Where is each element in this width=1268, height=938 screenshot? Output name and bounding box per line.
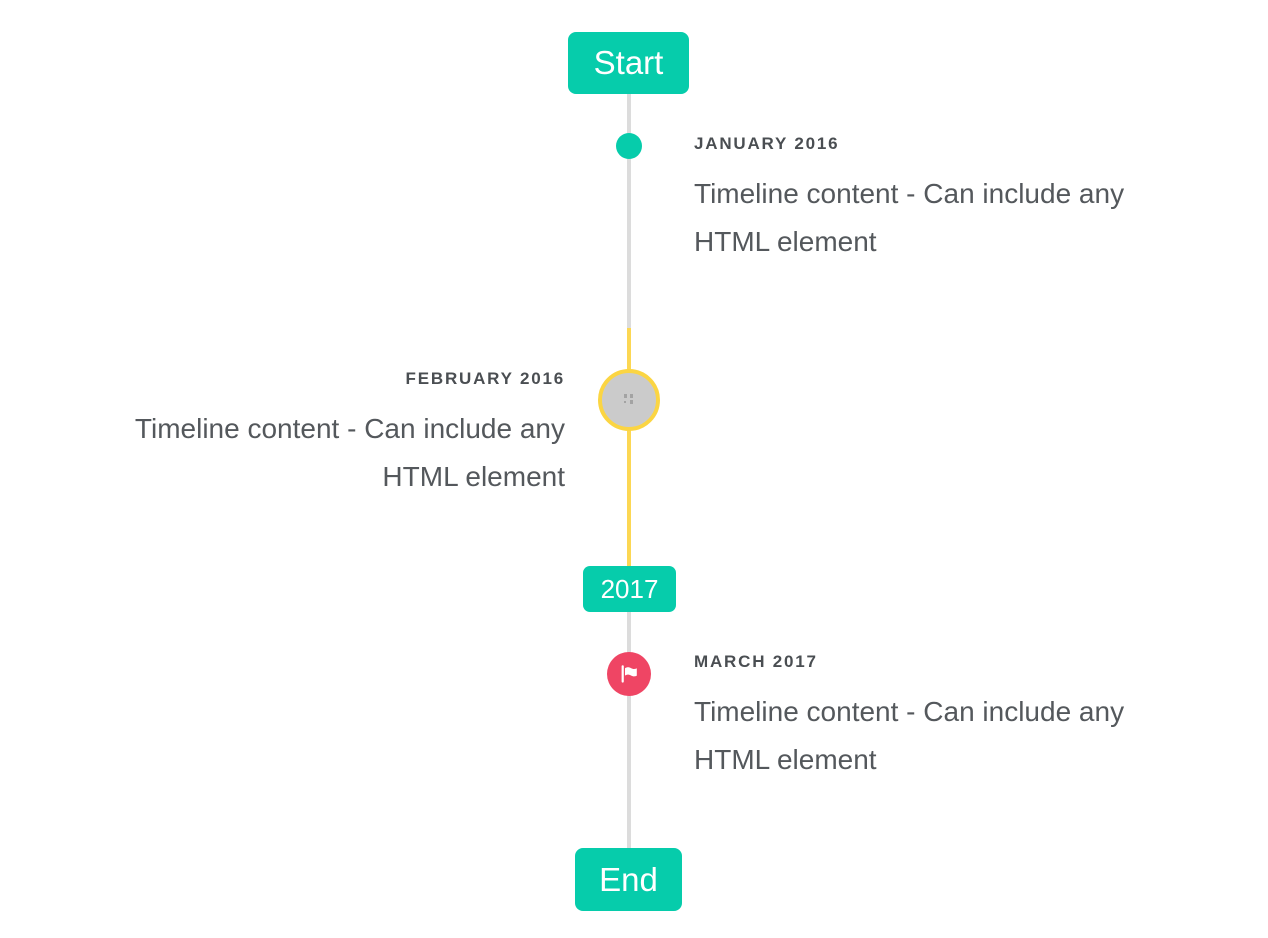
march-flag-marker <box>607 652 651 696</box>
year-2017-plate[interactable]: 2017 <box>583 566 676 612</box>
february-content: Timeline content - Can include any HTML … <box>135 405 565 501</box>
march-date-label: MARCH 2017 <box>694 652 818 671</box>
january-date-label: JANUARY 2016 <box>694 134 840 153</box>
january-dot-marker <box>616 133 642 159</box>
flag-icon <box>617 662 641 686</box>
february-date-label: FEBRUARY 2016 <box>405 369 565 388</box>
january-content: Timeline content - Can include any HTML … <box>694 170 1124 266</box>
march-content-line-2: HTML element <box>694 744 877 775</box>
january-content-line-1: Timeline content - Can include any <box>694 178 1125 209</box>
start-plate-button[interactable]: Start <box>568 32 689 94</box>
january-content-line-2: HTML element <box>694 226 877 257</box>
timeline-line-segment-gray-bottom <box>627 612 631 848</box>
timeline-line-segment-yellow <box>627 328 631 566</box>
march-content-line-1: Timeline content - Can include any <box>694 696 1125 727</box>
march-content: Timeline content - Can include any HTML … <box>694 688 1124 784</box>
end-plate-button[interactable]: End <box>575 848 682 911</box>
february-circle-marker <box>598 369 660 431</box>
timeline-line-segment-gray-top <box>627 94 631 328</box>
broken-image-icon <box>621 393 637 407</box>
february-content-line-1: Timeline content - Can include any <box>134 413 565 444</box>
february-content-line-2: HTML element <box>382 461 565 492</box>
